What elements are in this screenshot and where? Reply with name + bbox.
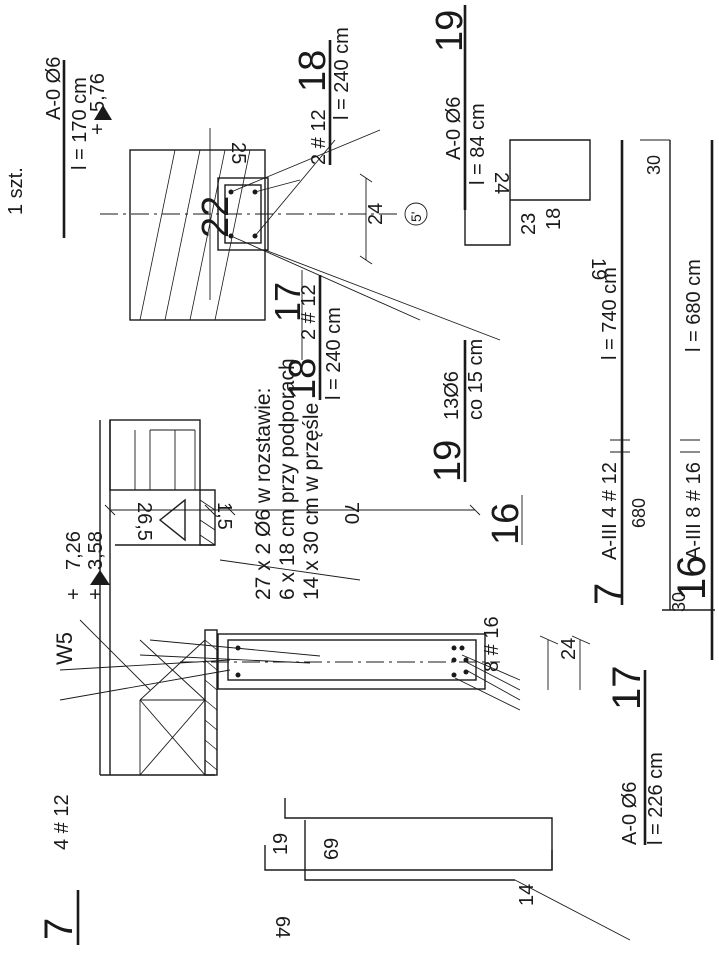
szt-label: 1 szt. [5, 167, 27, 215]
dim-69: 69 [321, 838, 343, 860]
dim-70: 70 [340, 502, 362, 524]
mark-19-mid-spec: 13Ø6 [441, 371, 463, 420]
mark-22-length: l = 170 cm [69, 77, 91, 170]
stirrup-23: 23 [518, 213, 540, 235]
mark-17-spec: A-0 Ø6 [619, 782, 641, 845]
mark-19-mid-spacing: co 15 cm [465, 339, 487, 420]
note-line-1: 27 x 2 Ø6 w rozstawie: [252, 388, 275, 600]
mark-18-right-spec: 2 # 12 [308, 109, 330, 165]
column-section: 24 5' 25 + 5,76 [87, 73, 501, 341]
stirrup-19: 19 [587, 258, 609, 280]
elev-576: 5,76 [87, 73, 109, 112]
mark-18-left-length: l = 240 cm [323, 307, 345, 400]
dim-24-b: 24 [365, 203, 387, 225]
mark-19-right-spec: A-0 Ø6 [443, 97, 465, 160]
mark-7-mid-number: 7 [587, 583, 631, 605]
marks-18-19: 18 2 # 12 l = 240 cm 19 13Ø6 co 15 cm [282, 275, 487, 482]
dim-8-16: 8 # 16 [481, 616, 503, 672]
mark-22: 1 szt. 22 A-0 Ø6 l = 170 cm [5, 57, 237, 238]
svg-text:+: + [85, 588, 107, 600]
svg-text:+: + [87, 123, 109, 135]
mark-22-spec: A-0 Ø6 [43, 57, 65, 120]
long-bars: 7 A-III 4 # 12 l = 740 cm 680 16 A-III 8… [587, 139, 715, 660]
vertical-dims: 26,5 1,5 70 16 [104, 495, 527, 545]
dim-680: 680 [629, 498, 649, 528]
slab-truss [99, 419, 218, 776]
dim-19: 19 [270, 833, 292, 855]
mark-22-number: 22 [195, 196, 237, 238]
mark-16-small: 16 [485, 503, 527, 545]
elev-726: 7,26 [63, 531, 85, 570]
note-line-3: 14 x 30 cm w przęśle [300, 403, 323, 600]
bar-30-b: 30 [644, 155, 664, 175]
dim-15: 1,5 [213, 502, 235, 530]
mark-17-length: l = 226 cm [645, 752, 667, 845]
mark-7-number: 7 [37, 918, 81, 940]
detail-5: 5' [408, 212, 424, 222]
stirrup-17-shape: 19 69 14 64 [264, 798, 631, 941]
mark-19-mid: 19 [427, 440, 469, 482]
dim-64: 64 [271, 916, 293, 938]
beam-section: 24 8 # 16 [59, 616, 591, 711]
bar-30-a: 30 [669, 592, 689, 612]
note-line-2: 6 x 18 cm przy podporach [276, 358, 299, 600]
w5-label: W5 [52, 632, 77, 665]
mark-18-left: 18 [282, 358, 324, 400]
mark-16-spec: A-III 8 # 16 [683, 462, 705, 560]
mark-18-right: 18 2 # 12 l = 240 cm [292, 27, 353, 165]
mark-19-right-length: l = 84 cm [467, 103, 489, 185]
mark-18-left-spec: 2 # 12 [298, 284, 320, 340]
mark-7-top: 7 4 # 12 [37, 794, 81, 945]
mark-18-right-number: 18 [292, 50, 334, 92]
elev-358: 3,58 [85, 531, 107, 570]
stirrup-18: 18 [543, 208, 565, 230]
stirrup-notes: 27 x 2 Ø6 w rozstawie: 6 x 18 cm przy po… [219, 270, 361, 600]
mark-18-right-length: l = 240 cm [331, 27, 353, 120]
mark-17-number: 17 [605, 666, 649, 711]
dim-25: 25 [227, 142, 249, 164]
mark-16-number: 16 [670, 556, 714, 601]
mark-17-label: 17 A-0 Ø6 l = 226 cm [605, 666, 667, 845]
stirrup-24: 24 [490, 172, 512, 194]
mark-7-mid-length: l = 740 cm [599, 267, 621, 360]
dim-265: 26,5 [133, 502, 155, 541]
svg-text:+: + [63, 588, 85, 600]
mark-16-length: l = 680 cm [683, 259, 705, 352]
mark-7-spec: 4 # 12 [51, 794, 73, 850]
w5-elevation: W5 + + 7,26 3,58 [52, 531, 151, 691]
mark-19-right: 19 A-0 Ø6 l = 84 cm 23 18 24 19 [429, 5, 609, 280]
note-mark-17: 17 [267, 282, 308, 322]
dim-24-a: 24 [558, 638, 580, 660]
mark-7-mid-spec: A-III 4 # 12 [599, 462, 621, 560]
dim-14: 14 [516, 884, 538, 906]
